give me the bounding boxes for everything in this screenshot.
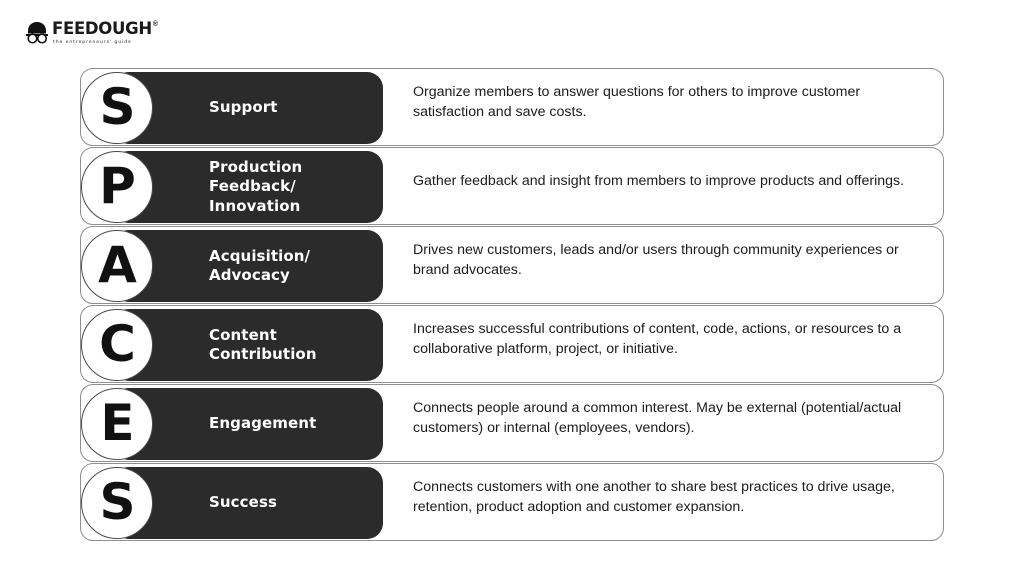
row-title: Production Feedback/ Innovation <box>209 158 303 215</box>
row-title-pill: Support <box>113 72 383 144</box>
row-letter-badge: S <box>81 467 153 539</box>
row-title-pill: Engagement <box>113 388 383 460</box>
row-description-area: Drives new customers, leads and/or users… <box>413 227 929 303</box>
brand-registered-mark: ® <box>152 21 159 28</box>
row-title: Acquisition/ Advocacy <box>209 246 311 284</box>
framework-row: Acquisition/ Advocacy A Drives new custo… <box>80 226 944 304</box>
spaces-framework-list: Support S Organize members to answer que… <box>80 68 944 542</box>
row-letter-badge: C <box>81 309 153 381</box>
row-title-pill: Acquisition/ Advocacy <box>113 230 383 302</box>
row-title-pill: Content Contribution <box>113 309 383 381</box>
row-description: Organize members to answer questions for… <box>413 83 861 120</box>
feedough-face-icon <box>26 22 48 44</box>
row-description: Connects customers with one another to s… <box>413 478 895 515</box>
row-description-area: Increases successful contributions of co… <box>413 306 929 382</box>
row-letter-badge: E <box>81 388 153 460</box>
row-letter: S <box>99 78 135 136</box>
row-description-area: Organize members to answer questions for… <box>413 69 929 145</box>
row-title-pill: Production Feedback/ Innovation <box>113 151 383 223</box>
row-title: Support <box>209 98 278 117</box>
brand-name: FEEDOUGH <box>52 19 152 38</box>
framework-row: Production Feedback/ Innovation P Gather… <box>80 147 944 225</box>
row-description-area: Connects people around a common interest… <box>413 385 929 461</box>
framework-row: Success S Connects customers with one an… <box>80 463 944 541</box>
row-description: Connects people around a common interest… <box>413 399 902 436</box>
row-title: Engagement <box>209 414 317 433</box>
brand-logo: FEEDOUGH ® the entrepreneurs' guide <box>24 20 158 46</box>
row-letter: C <box>99 315 136 373</box>
row-description: Gather feedback and insight from members… <box>413 172 905 189</box>
brand-text: FEEDOUGH ® the entrepreneurs' guide <box>52 19 159 45</box>
framework-row: Engagement E Connects people around a co… <box>80 384 944 462</box>
row-title: Content Contribution <box>209 325 317 363</box>
row-description: Drives new customers, leads and/or users… <box>413 241 899 278</box>
row-letter: S <box>99 473 135 531</box>
row-letter: A <box>98 236 137 294</box>
row-description-area: Connects customers with one another to s… <box>413 464 929 540</box>
framework-row: Support S Organize members to answer que… <box>80 68 944 146</box>
row-letter-badge: S <box>81 72 153 144</box>
brand-tagline: the entrepreneurs' guide <box>53 39 132 45</box>
framework-row: Content Contribution C Increases success… <box>80 305 944 383</box>
row-letter: P <box>99 157 136 215</box>
row-letter-badge: P <box>81 151 153 223</box>
row-title: Success <box>209 493 277 512</box>
row-letter: E <box>100 394 134 452</box>
row-description-area: Gather feedback and insight from members… <box>413 148 929 224</box>
row-description: Increases successful contributions of co… <box>413 320 902 357</box>
row-letter-badge: A <box>81 230 153 302</box>
brand-wordmark: FEEDOUGH ® <box>52 19 159 38</box>
row-title-pill: Success <box>113 467 383 539</box>
